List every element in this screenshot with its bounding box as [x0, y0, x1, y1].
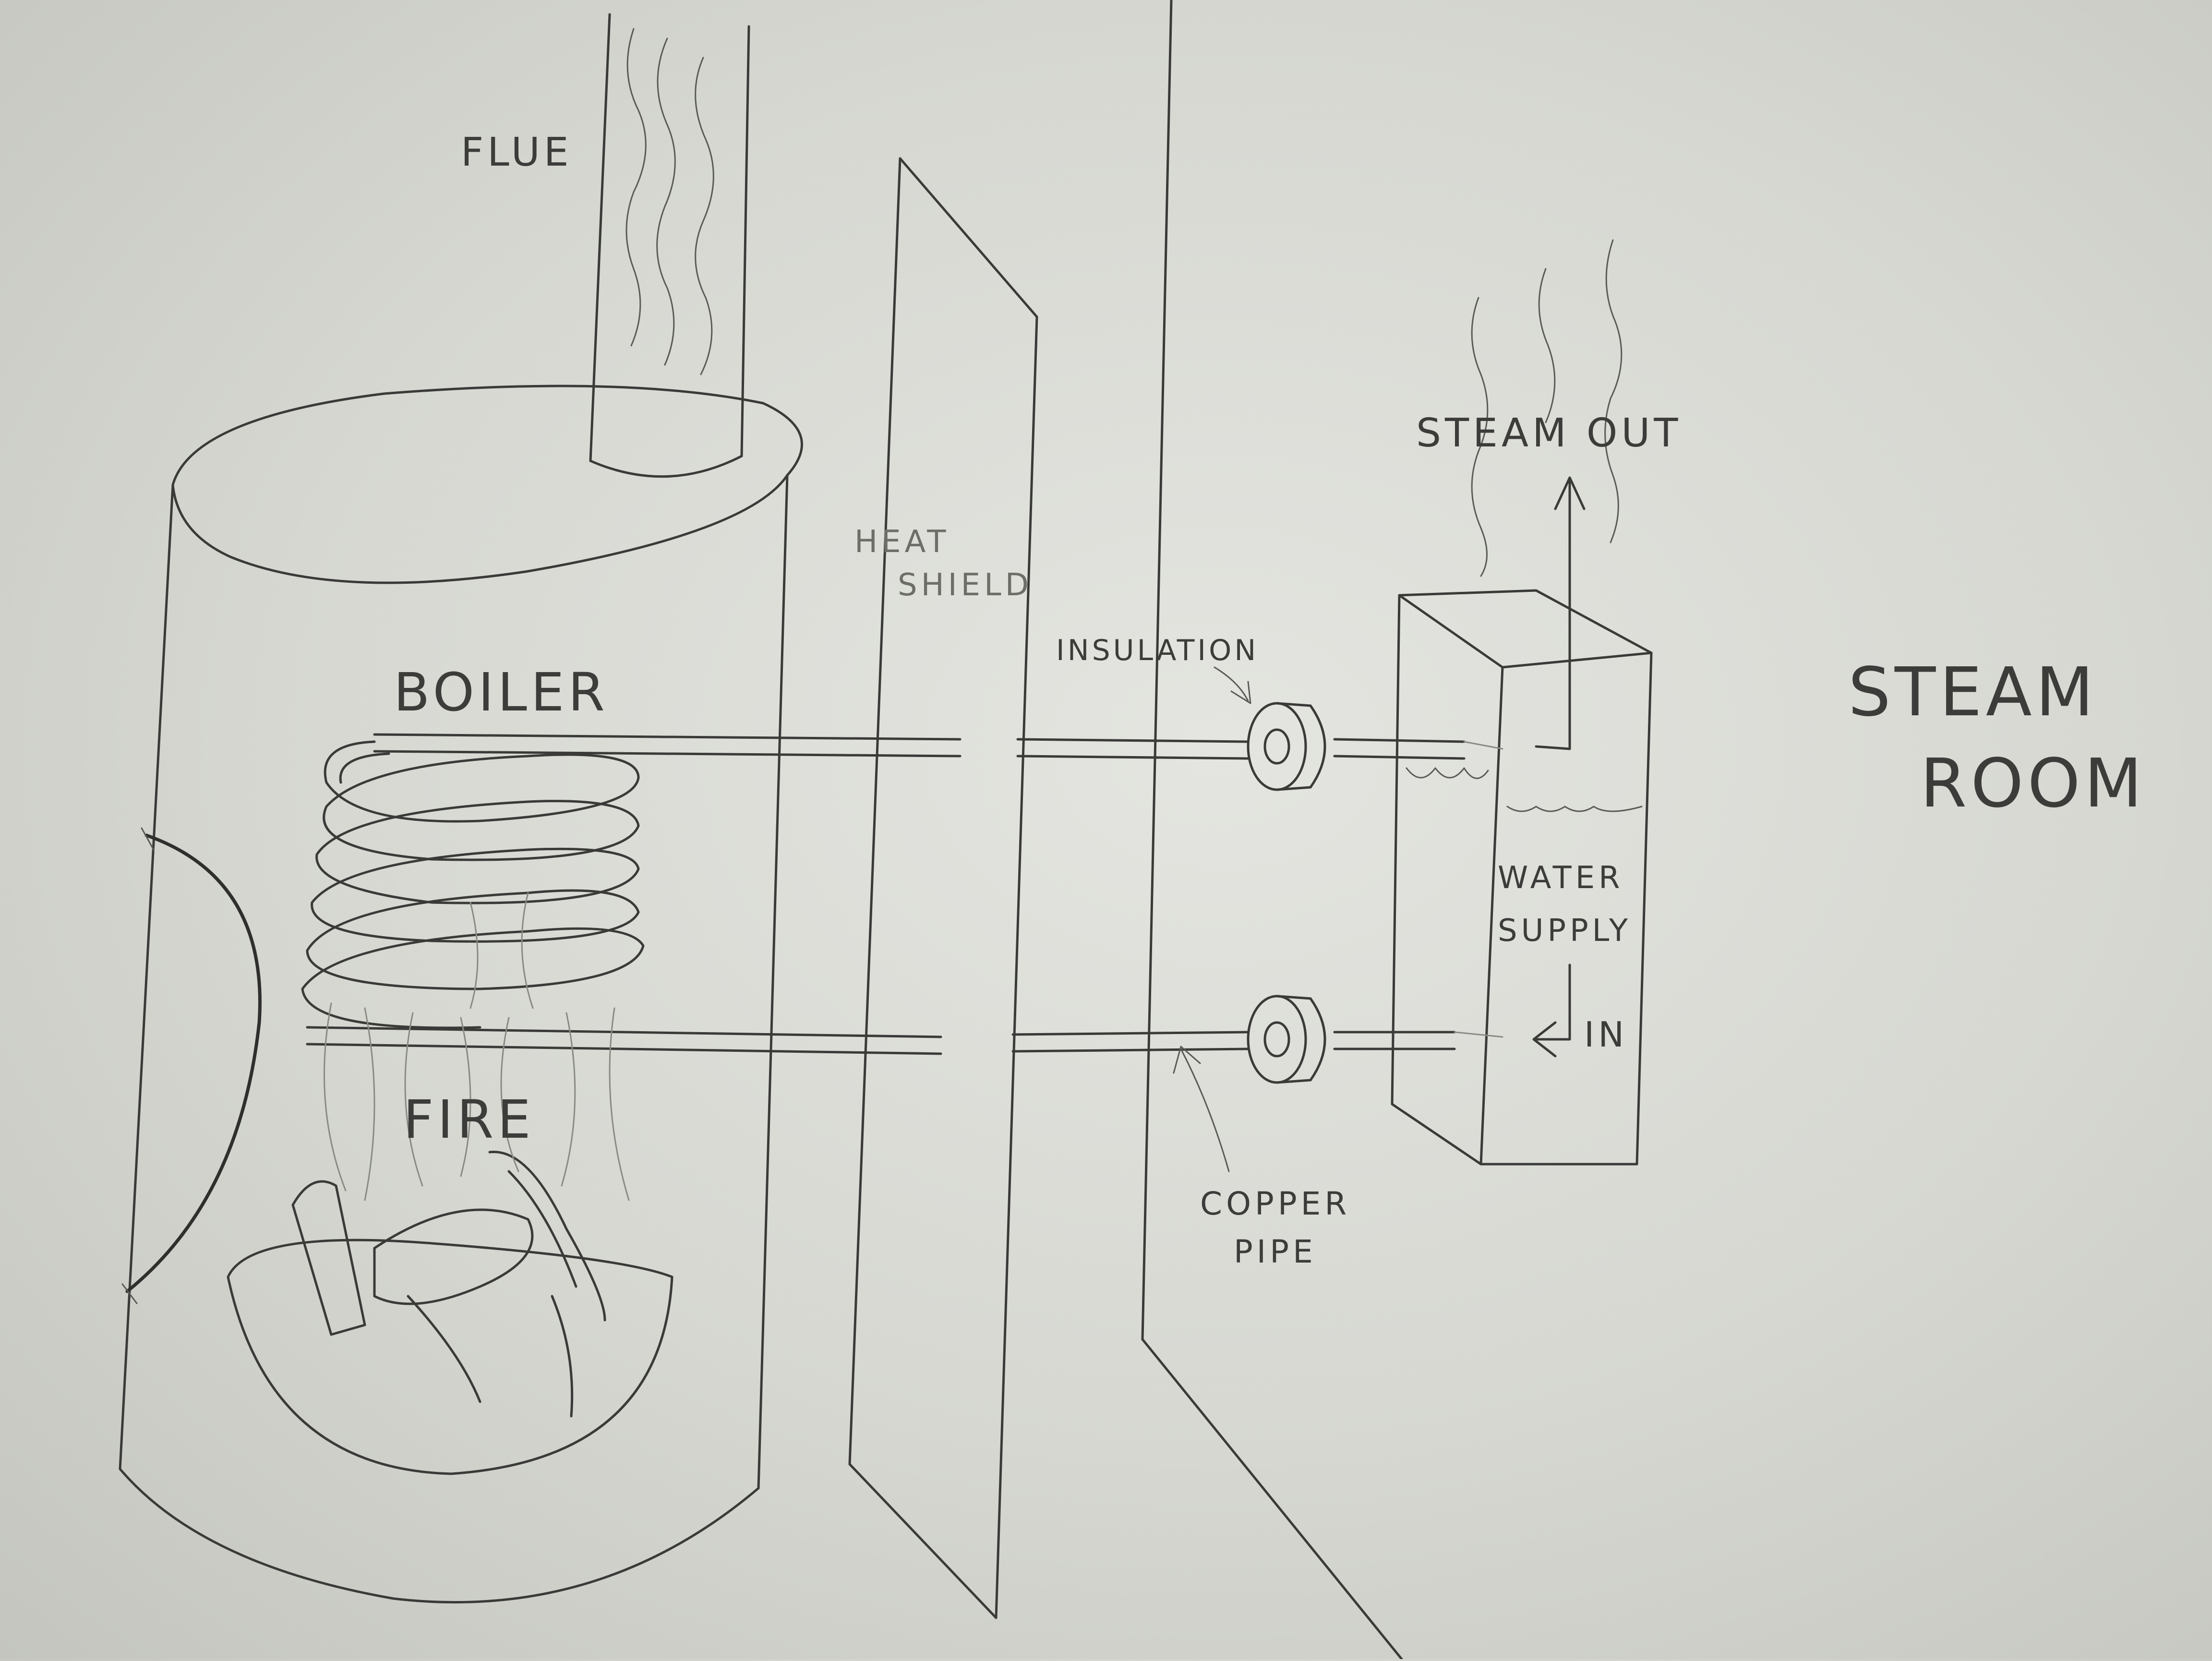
boiler-label: BOILER	[394, 662, 609, 723]
copper-pipe-top	[373, 733, 1466, 760]
heat-shield-panel	[848, 157, 1038, 1619]
firewood-logs	[291, 1150, 606, 1418]
water-in-arrow	[1532, 963, 1571, 1058]
insulation-label: INSULATION	[1056, 634, 1259, 667]
insulation-sleeve-top	[1247, 702, 1326, 791]
boiler-cylinder	[119, 385, 803, 1603]
flames	[323, 892, 630, 1201]
flue-pipe	[589, 13, 750, 478]
steam-out-label: STEAM OUT	[1416, 410, 1682, 456]
steam-room-label-line1: STEAM	[1848, 653, 2097, 732]
heat-shield-label-line2: SHIELD	[898, 567, 1033, 603]
copper-coil	[301, 740, 645, 1029]
steam-room-label-line2: ROOM	[1920, 745, 2146, 823]
steam-out-arrow	[1535, 476, 1586, 750]
fire-bowl	[227, 1239, 673, 1475]
water-supply-label-line1: WATER	[1498, 860, 1624, 896]
fire-label: FIRE	[403, 1089, 535, 1150]
flue-label: FLUE	[461, 130, 573, 175]
copper-pipe-label-line2: PIPE	[1234, 1233, 1317, 1270]
steam-room-wall	[1141, 0, 1403, 1661]
heat-shield-label-line1: HEAT	[854, 524, 950, 560]
insulation-sleeve-bottom	[1247, 995, 1326, 1084]
water-supply-label-line2: SUPPLY	[1498, 913, 1632, 949]
copper-pipe-label-line1: COPPER	[1200, 1185, 1350, 1222]
in-label: IN	[1584, 1014, 1628, 1055]
copper-pipe-bottom	[306, 1026, 1456, 1055]
insulation-leader	[1214, 666, 1251, 704]
water-tank	[1391, 589, 1653, 1166]
copper-pipe-leader	[1173, 1046, 1230, 1172]
steam-wisps	[1471, 239, 1623, 577]
